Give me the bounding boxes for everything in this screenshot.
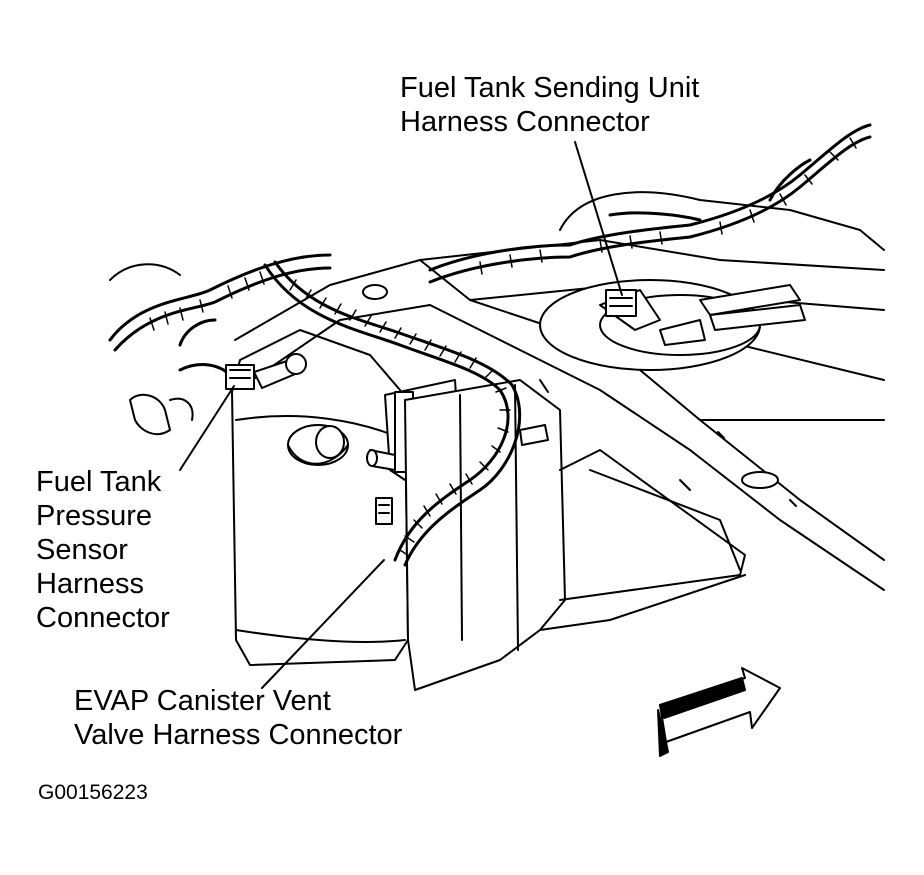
pressure-sensor-connector: [225, 353, 307, 390]
leader-lines: [179, 141, 623, 689]
harness-hatching: [149, 137, 857, 557]
leader-pressure-sensor: [179, 385, 235, 471]
mounting-brackets: [109, 263, 194, 436]
callout-pressure-sensor-line2: Pressure: [36, 500, 153, 532]
figure-id: G00156223: [38, 781, 148, 804]
forward-arrow-icon: [657, 667, 781, 757]
leader-evap-vent: [261, 559, 385, 689]
callout-sending-unit-line1: Fuel Tank Sending Unit: [400, 72, 700, 104]
heat-shield: [404, 379, 746, 691]
tank-top: [539, 191, 885, 371]
callout-pressure-sensor-line4: Harness: [36, 568, 144, 600]
callout-pressure-sensor: Fuel Tank Pressure Sensor Harness Connec…: [36, 465, 170, 635]
callout-pressure-sensor-line3: Sensor: [36, 534, 128, 566]
callout-sending-unit: Fuel Tank Sending Unit Harness Connector: [400, 71, 699, 139]
callout-pressure-sensor-line1: Fuel Tank: [36, 466, 162, 498]
callout-sending-unit-line2: Harness Connector: [400, 106, 650, 138]
leader-sending-unit: [574, 141, 623, 296]
evap-vent-connector: [375, 497, 393, 525]
callout-evap-vent-line2: Valve Harness Connector: [74, 719, 403, 751]
callout-evap-vent: EVAP Canister Vent Valve Harness Connect…: [74, 684, 402, 752]
callout-evap-vent-line1: EVAP Canister Vent: [74, 685, 331, 717]
callout-pressure-sensor-line5: Connector: [36, 602, 170, 634]
